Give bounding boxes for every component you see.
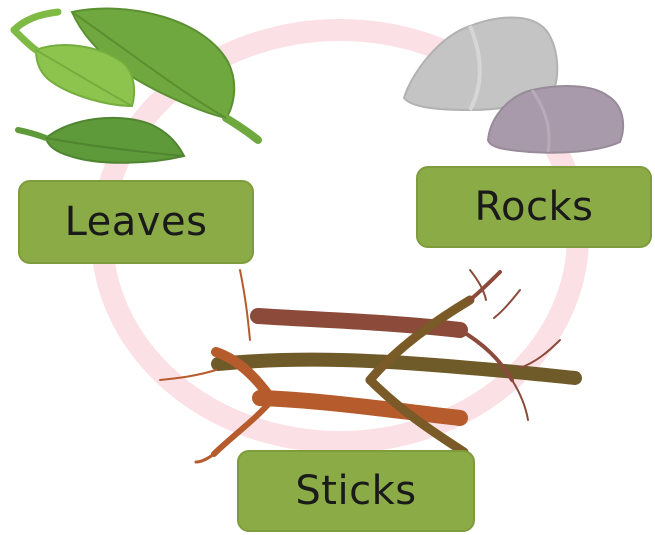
- rocks-label: Rocks: [475, 184, 594, 230]
- leaves-label-box: Leaves: [18, 180, 254, 264]
- sticks-label: Sticks: [295, 468, 416, 514]
- leaves-label: Leaves: [65, 199, 208, 245]
- rocks-label-box: Rocks: [416, 166, 652, 248]
- leaves-icon: [14, 9, 258, 163]
- sticks-label-box: Sticks: [237, 450, 475, 532]
